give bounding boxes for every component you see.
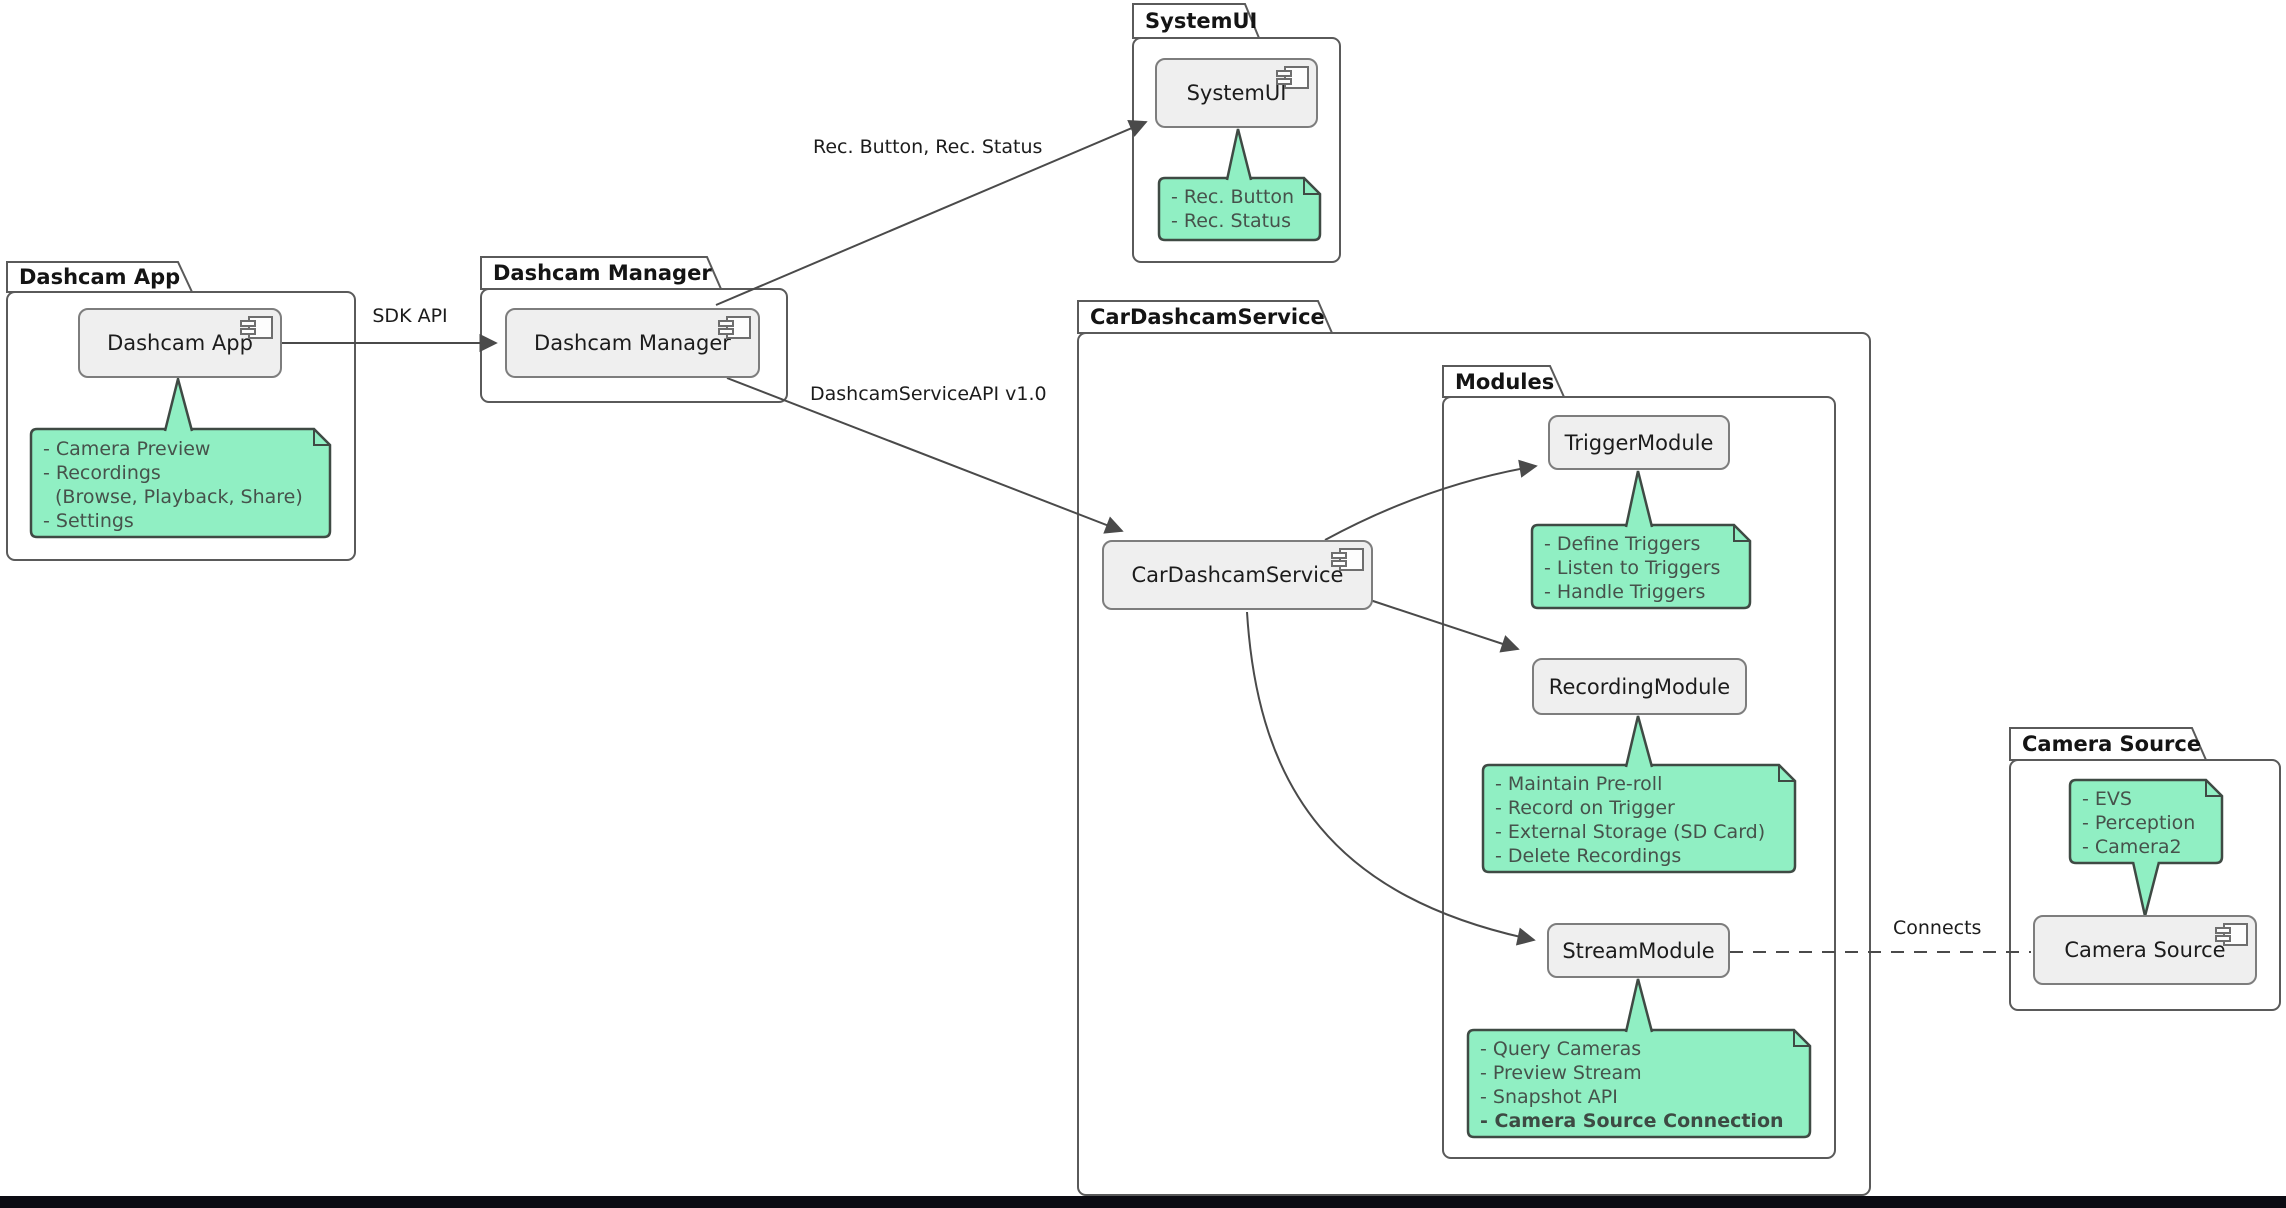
component-label: SystemUI [1186, 81, 1287, 105]
note-systemui-shape [1157, 128, 1322, 242]
note-dashcam-app-shape [29, 374, 332, 539]
note-line: - Camera Preview [43, 438, 211, 460]
note-line: - External Storage (SD Card) [1495, 821, 1766, 843]
note-line: - Define Triggers [1544, 533, 1701, 555]
note-line: - Query Cameras [1480, 1038, 1642, 1060]
note-recording-module-shape [1481, 715, 1797, 874]
note-line: - Snapshot API [1480, 1086, 1618, 1108]
note-line: - Camera Source Connection [1480, 1110, 1784, 1132]
note-stream-module: - Query Cameras - Preview Stream - Snaps… [1480, 1037, 1784, 1133]
package-title-systemui: SystemUI [1145, 9, 1258, 33]
component-label: Dashcam Manager [534, 331, 731, 355]
note-line: - Camera2 [2082, 836, 2182, 858]
component-stream-module: StreamModule [1547, 923, 1730, 978]
note-line: - Listen to Triggers [1544, 557, 1721, 579]
package-title-dashcam-app: Dashcam App [19, 265, 181, 289]
note-camera-source-shape [2068, 778, 2224, 917]
edge-to-stream-module [1246, 611, 1536, 946]
package-title-camera-source: Camera Source [2022, 732, 2202, 756]
component-dashcam-app: Dashcam App [78, 308, 282, 378]
note-line: - Rec. Status [1171, 210, 1292, 232]
package-title-car-dashcam-service: CarDashcamService [1090, 305, 1325, 329]
component-icon [1274, 65, 1310, 96]
component-car-dashcam-service: CarDashcamService [1102, 540, 1373, 610]
note-trigger-module: - Define Triggers - Listen to Triggers -… [1544, 532, 1720, 604]
note-trigger-module-shape [1530, 470, 1752, 610]
component-systemui: SystemUI [1155, 58, 1318, 128]
component-icon [716, 315, 752, 346]
note-line: - Maintain Pre-roll [1495, 773, 1663, 795]
note-line: (Browse, Playback, Share) [55, 486, 303, 508]
note-camera-source: - EVS - Perception - Camera2 [2082, 787, 2195, 859]
package-title-modules: Modules [1455, 369, 1555, 394]
edge-label-rec-button-status: Rec. Button, Rec. Status [813, 136, 1043, 158]
note-line: - Perception [2082, 812, 2196, 834]
footer-bar [0, 1196, 2286, 1208]
component-label: RecordingModule [1548, 674, 1731, 699]
note-line: - Delete Recordings [1495, 845, 1682, 867]
package-title-dashcam-manager: Dashcam Manager [493, 261, 712, 285]
note-line: - Rec. Button [1171, 186, 1295, 208]
edge-to-trigger-module [1324, 459, 1538, 541]
edge-to-recording-module [1369, 599, 1520, 653]
component-label: Camera Source [2064, 938, 2226, 962]
component-icon [238, 315, 274, 346]
component-label: Dashcam App [107, 331, 253, 355]
edge-label-dashcam-service-api: DashcamServiceAPI v1.0 [810, 383, 1047, 405]
note-line: - EVS [2082, 788, 2132, 810]
edge-label-sdk-api: SDK API [372, 305, 448, 327]
note-dashcam-app: - Camera Preview - Recordings (Browse, P… [43, 437, 303, 533]
component-label: StreamModule [1562, 938, 1715, 963]
edge-rec-button-status [715, 120, 1148, 306]
component-label: CarDashcamService [1131, 563, 1344, 587]
component-trigger-module: TriggerModule [1548, 415, 1730, 470]
edge-dashcam-service-api [726, 377, 1124, 534]
note-systemui: - Rec. Button - Rec. Status [1171, 185, 1294, 233]
note-stream-module-shape [1466, 978, 1812, 1139]
note-line: - Record on Trigger [1495, 797, 1675, 819]
note-line: - Handle Triggers [1544, 581, 1706, 603]
component-camera-source: Camera Source [2033, 915, 2257, 985]
note-recording-module: - Maintain Pre-roll - Record on Trigger … [1495, 772, 1765, 868]
note-line: - Preview Stream [1480, 1062, 1642, 1084]
component-icon [1329, 547, 1365, 578]
component-icon [2213, 922, 2249, 953]
component-dashcam-manager: Dashcam Manager [505, 308, 760, 378]
edge-label-connects: Connects [1893, 917, 1982, 939]
note-line: - Settings [43, 510, 134, 532]
component-label: TriggerModule [1564, 430, 1714, 455]
note-line: - Recordings [43, 462, 161, 484]
component-recording-module: RecordingModule [1532, 658, 1747, 715]
